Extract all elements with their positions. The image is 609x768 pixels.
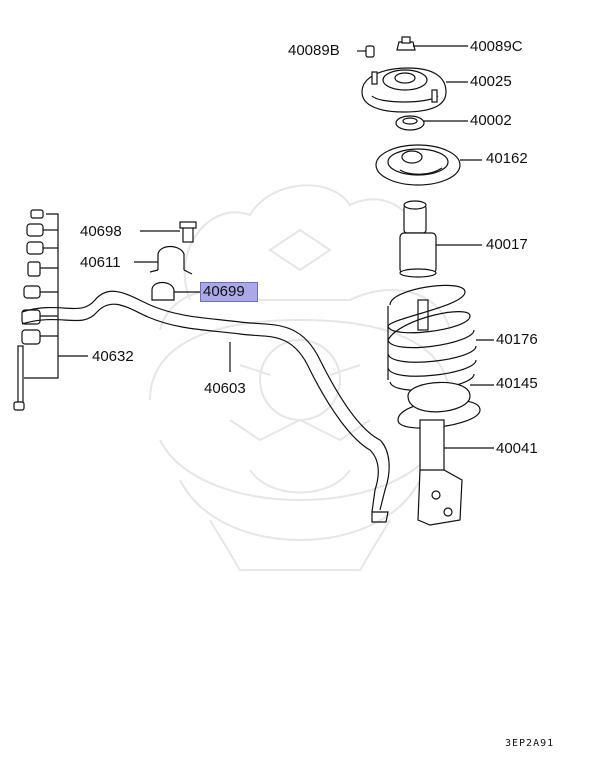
part-40176-spring-drawing xyxy=(387,284,494,391)
part-40041-drawing xyxy=(407,381,494,526)
part-40017-drawing xyxy=(399,200,482,278)
part-label-40699-highlighted[interactable]: 40699 xyxy=(200,282,258,302)
part-40089B-drawing xyxy=(357,45,375,58)
part-label-40611[interactable]: 40611 xyxy=(80,254,121,271)
part-40699-drawing xyxy=(151,281,200,301)
part-label-40017[interactable]: 40017 xyxy=(486,236,528,253)
part-label-40002[interactable]: 40002 xyxy=(470,112,512,129)
part-40611-drawing xyxy=(134,245,193,275)
part-40698-drawing xyxy=(140,221,197,243)
diagram-code: 3EP2A91 xyxy=(505,738,555,749)
part-label-40145[interactable]: 40145 xyxy=(496,375,538,392)
part-label-40603[interactable]: 40603 xyxy=(204,380,246,397)
part-40025-drawing xyxy=(361,67,468,113)
watermark-logo xyxy=(149,184,451,571)
part-40603-stabilizer-bar xyxy=(21,290,390,523)
part-label-40089B[interactable]: 40089B xyxy=(288,42,340,59)
part-label-40089C[interactable]: 40089C xyxy=(470,38,523,55)
part-40632-drawing xyxy=(13,209,88,411)
part-40089C-drawing xyxy=(396,36,468,51)
part-label-40632[interactable]: 40632 xyxy=(92,348,134,365)
part-label-40041[interactable]: 40041 xyxy=(496,440,538,457)
part-40162-drawing xyxy=(375,144,482,186)
part-label-40698[interactable]: 40698 xyxy=(80,223,122,240)
part-label-40025[interactable]: 40025 xyxy=(470,73,512,90)
part-40002-drawing xyxy=(395,115,468,131)
part-label-40162[interactable]: 40162 xyxy=(486,150,528,167)
part-label-40176[interactable]: 40176 xyxy=(496,331,538,348)
